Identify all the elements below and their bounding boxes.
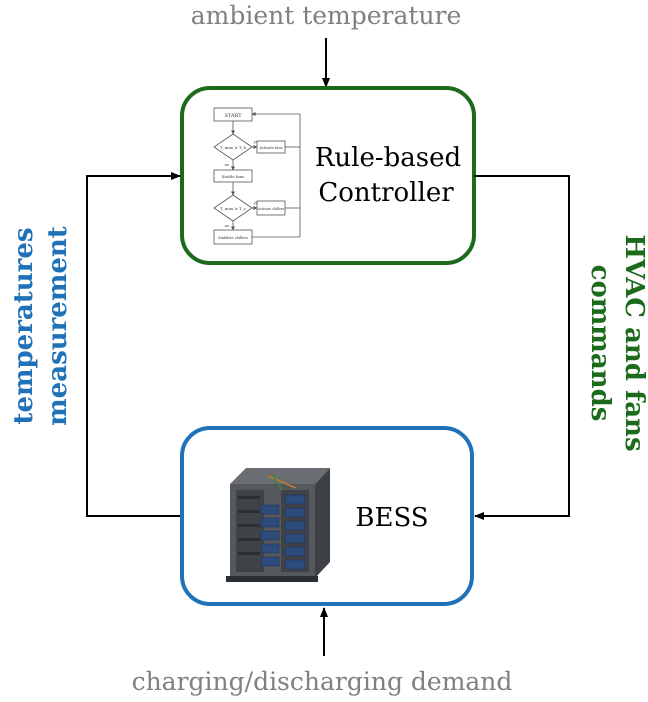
- flowchart-action-1-text: Activate fans: [258, 146, 282, 150]
- flowchart-action-2-text: Activate chillers: [257, 207, 285, 211]
- bess-label: BESS: [355, 503, 428, 533]
- flowchart-no-1: no: [225, 163, 229, 167]
- flowchart-yes-1: yes: [253, 140, 260, 144]
- right-side-label: HVAC and fans commands: [585, 234, 648, 451]
- flowchart-decision-1-text: T_max ≥ T_h: [220, 145, 247, 150]
- controller-label-line2: Controller: [318, 178, 454, 208]
- commands-arrow: [474, 175, 570, 520]
- flowchart-step-3-text: Stabilize chillers: [218, 236, 248, 240]
- right-label-line2: commands: [585, 265, 615, 422]
- left-label-line1: temperatures: [9, 227, 39, 424]
- flowchart-no-2: no: [225, 224, 229, 228]
- controller-flowchart-thumbnail: START T_max ≥ T_h yes Activate fans no S…: [213, 107, 301, 245]
- battery-rack-icon: [226, 468, 330, 582]
- flowchart-yes-2: yes: [253, 201, 260, 205]
- flowchart-step-2-text: Stable fans: [222, 174, 245, 179]
- controller-label-line1: Rule-based: [315, 143, 461, 173]
- ambient-temperature-label: ambient temperature: [191, 1, 462, 30]
- charging-demand-label: charging/discharging demand: [132, 667, 513, 696]
- left-side-label: temperatures measurement: [9, 226, 73, 426]
- flowchart-start-text: START: [224, 113, 242, 119]
- right-label-line1: HVAC and fans: [619, 234, 648, 451]
- flowchart-decision-2-text: T_max ≥ T_c: [220, 206, 247, 211]
- measurement-arrow: [86, 172, 182, 517]
- left-label-line2: measurement: [43, 226, 73, 426]
